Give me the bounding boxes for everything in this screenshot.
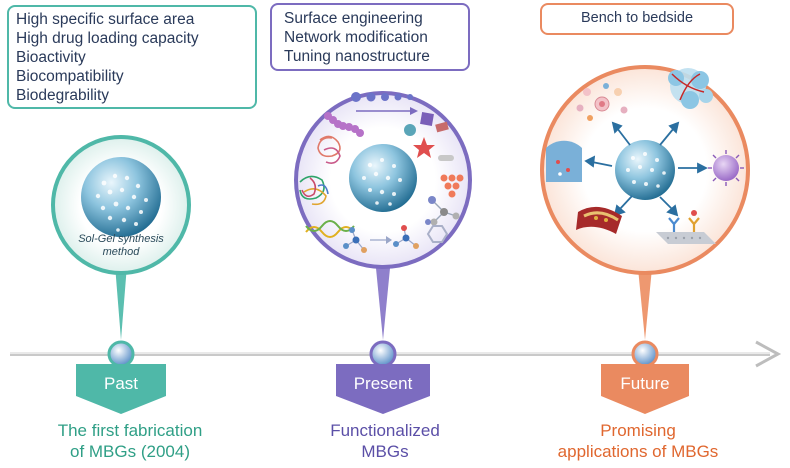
nanoparticle-beads [351, 92, 413, 102]
present-feature: Network modification [284, 29, 428, 46]
dna-helix [305, 220, 355, 238]
past-tag [76, 364, 166, 414]
sol-gel-line1: Sol-Gel synthesis [78, 233, 164, 245]
network-molecule [343, 225, 419, 253]
ring-molecule [425, 219, 449, 243]
polymer-chain [324, 112, 364, 137]
future-tag-label: Future [620, 374, 670, 393]
present-feature: Tuning nanostructure [284, 48, 430, 65]
future-node [631, 340, 659, 368]
ball-cluster [440, 174, 464, 198]
cube-particle [420, 112, 434, 126]
present-circle [294, 91, 472, 269]
drug-delivery-cells [576, 83, 628, 121]
present-feature: Surface engineering [284, 10, 423, 27]
protein-tangle [317, 135, 341, 164]
future-circle [540, 65, 750, 275]
star-particle [413, 137, 435, 158]
past-feature: High drug loading capacity [16, 30, 199, 47]
future-caption-line2: applications of MBGs [557, 442, 719, 461]
future-mbg-sphere [615, 140, 675, 200]
future-feature: Bench to bedside [580, 10, 694, 26]
present-connector [375, 258, 391, 340]
past-node [107, 340, 135, 368]
past-feature: Bioactivity [16, 49, 86, 66]
past-mbg-sphere [81, 157, 161, 237]
past-feature: High specific surface area [16, 11, 195, 28]
present-tag [336, 364, 430, 414]
bone-tissue [546, 140, 582, 182]
virus-particle [708, 150, 744, 186]
past-caption: The first fabrication of MBGs (2004) [10, 420, 250, 462]
application-arrows [584, 121, 709, 217]
past-features-box: High specific surface area High drug loa… [7, 5, 257, 109]
past-tag-label: Past [103, 374, 139, 393]
future-features-box: Bench to bedside [540, 3, 734, 35]
past-caption-line1: The first fabrication [57, 421, 203, 440]
present-tag-label: Present [353, 374, 413, 393]
past-circle [51, 135, 191, 275]
future-caption: Promising applications of MBGs [538, 420, 738, 462]
sol-gel-line2: method [102, 246, 140, 258]
tissue-network [668, 68, 713, 109]
future-connector [637, 258, 653, 340]
present-features-box: Surface engineering Network modification… [270, 3, 470, 71]
macromolecule-tangle [299, 175, 329, 206]
biosensor-chip [656, 210, 716, 244]
present-caption-line2: MBGs [361, 442, 409, 461]
present-caption: Functionalized MBGs [290, 420, 480, 462]
present-caption-line1: Functionalized [330, 421, 440, 440]
future-tag [601, 364, 689, 414]
past-feature: Biodegrability [16, 87, 110, 104]
blood-vessel [576, 206, 622, 234]
past-feature: Biocompatibility [16, 68, 124, 85]
present-mbg-sphere [349, 144, 417, 212]
present-node [369, 340, 397, 368]
past-caption-line2: of MBGs (2004) [70, 442, 190, 461]
sol-gel-caption: Sol-Gel synthesis method [68, 233, 174, 259]
molecule-structure [428, 196, 460, 226]
future-caption-line1: Promising [600, 421, 676, 440]
